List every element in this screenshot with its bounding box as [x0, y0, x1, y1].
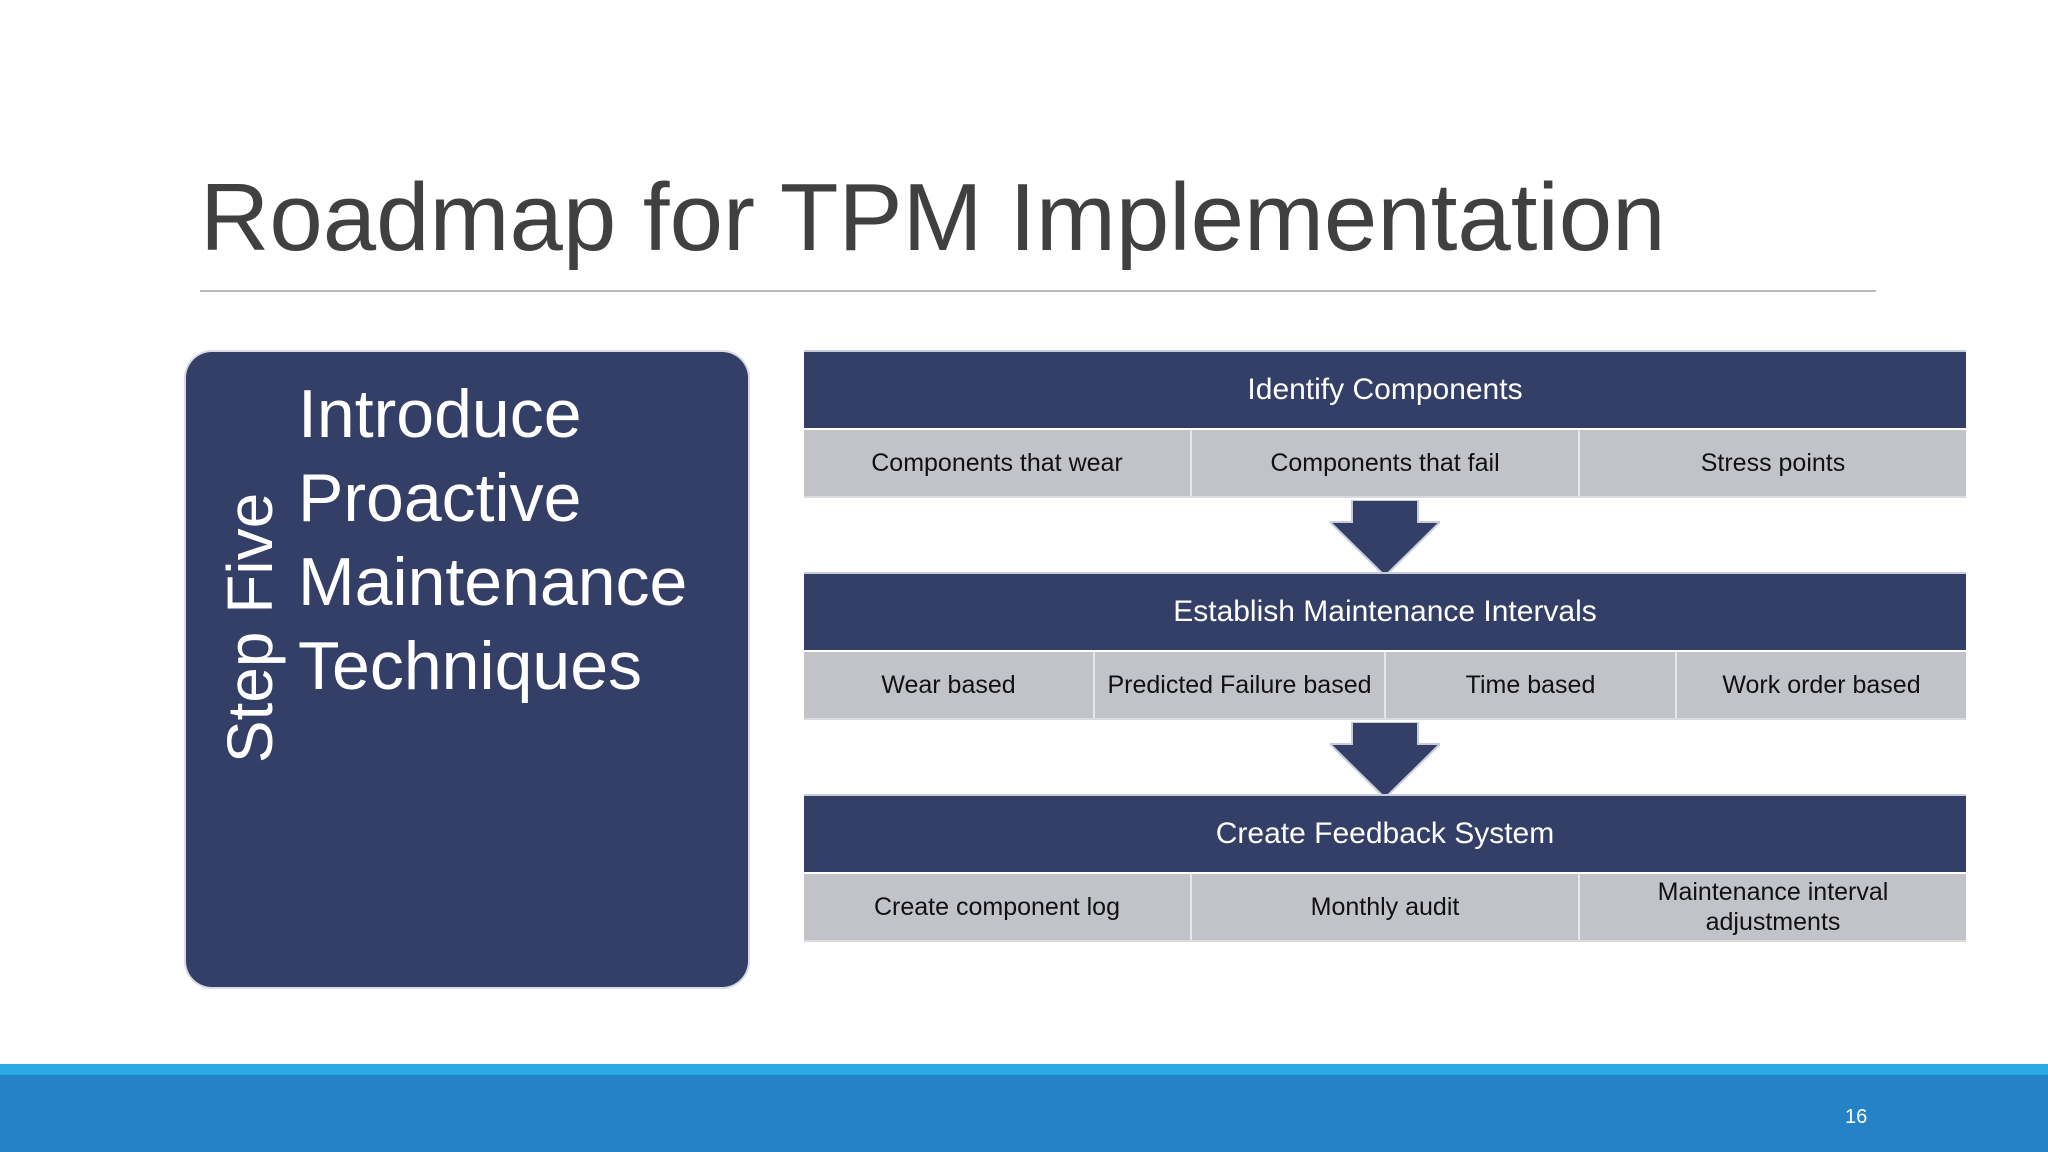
group-item: Monthly audit: [1190, 874, 1578, 940]
down-arrow-icon: [1330, 500, 1440, 576]
title-divider: [200, 290, 1876, 292]
group-item: Predicted Failure based: [1093, 652, 1384, 718]
group-item: Stress points: [1578, 430, 1966, 496]
group-feedback-system: Create Feedback System Create component …: [804, 794, 1966, 942]
group-item: Work order based: [1675, 652, 1966, 718]
group-row: Create component log Monthly audit Maint…: [804, 872, 1966, 942]
group-item: Components that fail: [1190, 430, 1578, 496]
group-item: Wear based: [881, 671, 1016, 699]
group-item: Maintenance interval adjustments: [1578, 874, 1966, 940]
page-number: 16: [1845, 1106, 1868, 1128]
footer-bar: [0, 1075, 2048, 1152]
group-identify-components: Identify Components Components that wear…: [804, 350, 1966, 498]
step-heading-line: Proactive: [298, 460, 582, 536]
step-heading: Introduce Proactive Maintenance Techniqu…: [298, 372, 738, 708]
group-item: Create component log: [874, 893, 1120, 921]
group-row: Components that wear Components that fai…: [804, 428, 1966, 498]
step-heading-line: Introduce: [298, 376, 582, 452]
group-header: Create Feedback System: [804, 794, 1966, 872]
group-row: Wear based Predicted Failure based Time …: [804, 650, 1966, 720]
step-five-box: [186, 352, 748, 987]
step-label-text: Step Five: [214, 492, 286, 763]
step-heading-line: Maintenance: [298, 544, 688, 620]
slide-title: Roadmap for TPM Implementation: [200, 164, 1666, 271]
group-item: Time based: [1384, 652, 1675, 718]
footer-accent-bar: [0, 1064, 2048, 1075]
group-item: Components that wear: [871, 449, 1123, 477]
group-establish-intervals: Establish Maintenance Intervals Wear bas…: [804, 572, 1966, 720]
group-header: Establish Maintenance Intervals: [804, 572, 1966, 650]
group-header: Identify Components: [804, 350, 1966, 428]
step-label: Step Five: [210, 480, 290, 775]
down-arrow-icon: [1330, 722, 1440, 798]
step-heading-line: Techniques: [298, 628, 643, 704]
